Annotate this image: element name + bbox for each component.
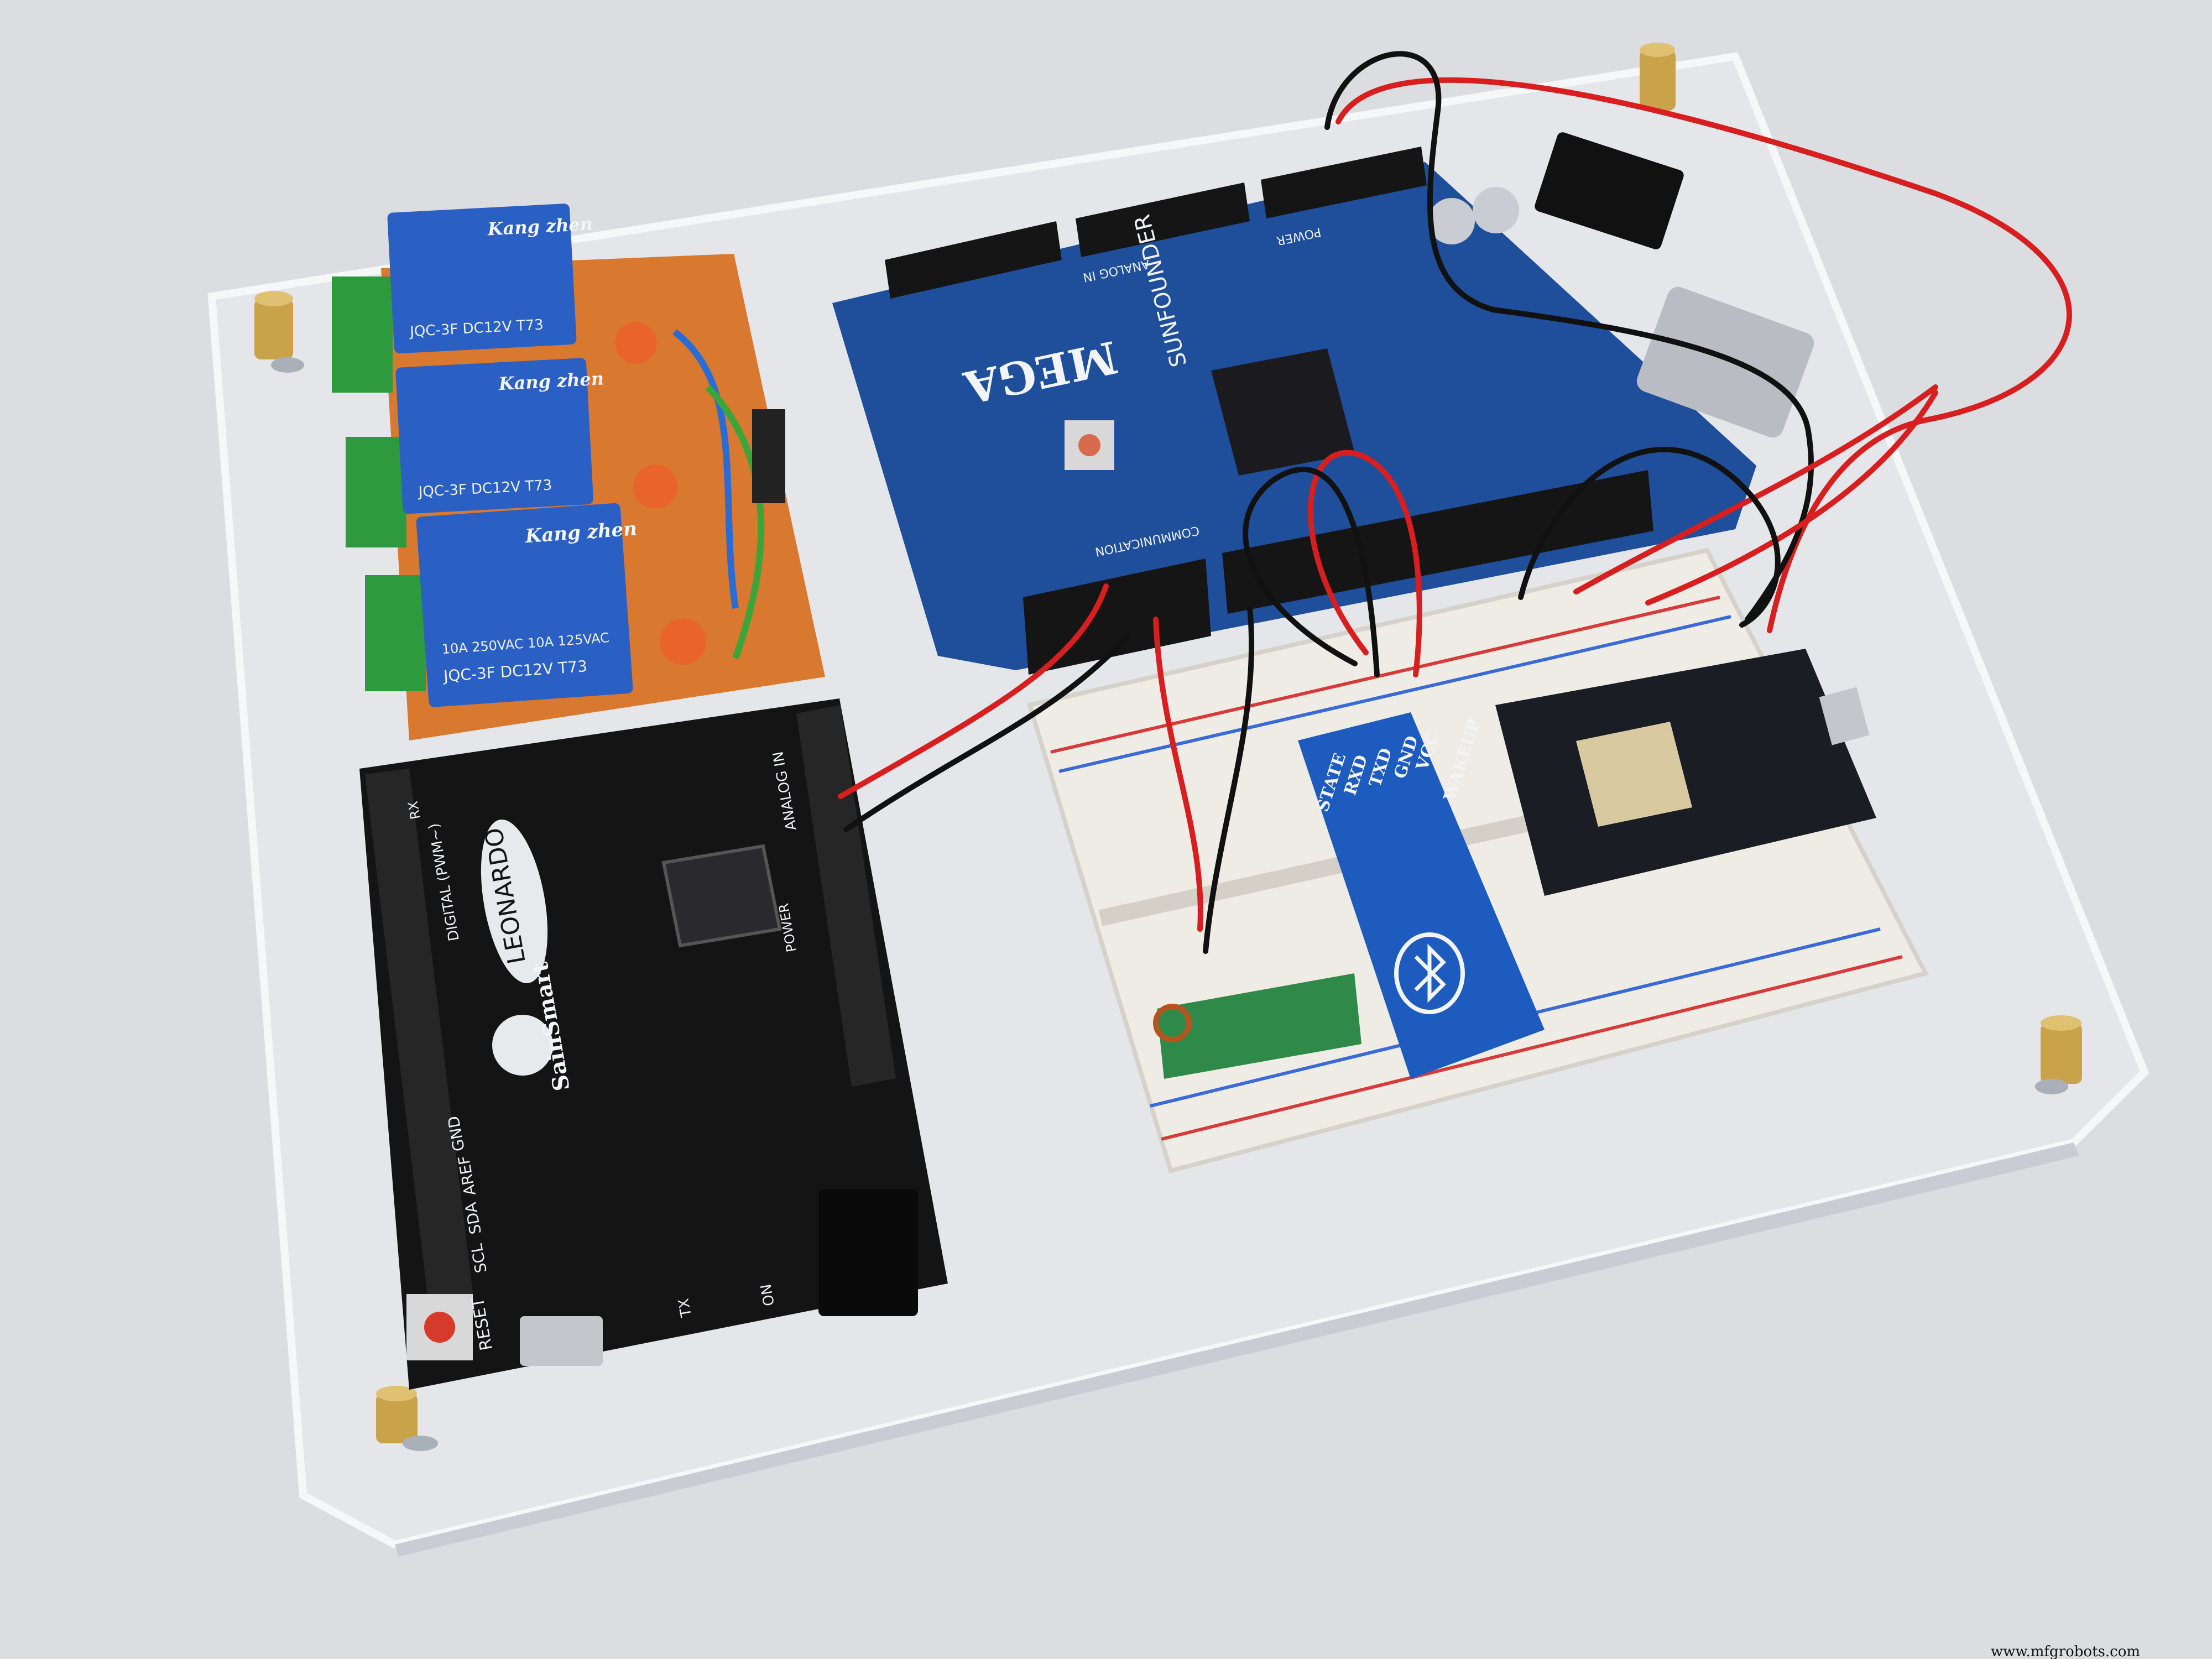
black-wire [843, 633, 1131, 832]
power-rail-red [1161, 955, 1903, 1141]
rf-transmitter-module [1157, 973, 1361, 1079]
red-wire [838, 583, 1109, 799]
black-wire [1518, 446, 1781, 628]
jumper-wires [838, 51, 2072, 954]
bluetooth-icon [1394, 932, 1465, 1014]
capacitor [1473, 187, 1519, 233]
svg-text:TX: TX [675, 1297, 695, 1319]
header-strip [796, 705, 896, 1087]
relay: Kang zhen 10A 250VAC 10A 125VAC JQC-3F D… [416, 503, 638, 707]
photon-pcb [1495, 649, 1876, 896]
microcontroller-chip [1211, 348, 1355, 476]
header-strip [1076, 182, 1250, 257]
brass-standoff [1640, 43, 1676, 111]
acrylic-edge-shadow [395, 1142, 2079, 1557]
reset-button-cap[interactable] [424, 1312, 455, 1343]
usb-b-port [1636, 286, 1814, 438]
particle-photon-board [1495, 649, 1876, 896]
red-wire [1308, 450, 1422, 677]
black-wire [1243, 466, 1380, 677]
relay-module: Kang zhen JQC-3F DC12V T73 Kang zhen JQC… [332, 204, 825, 740]
blue-wire [672, 329, 739, 609]
brass-standoff [254, 291, 304, 373]
green-wire [705, 384, 765, 660]
arduino-leonardo-board: LEONARDO SainSmart RESET DIGITAL (PWM~) … [359, 698, 948, 1390]
watermark: www.mfgrobots.com [1991, 1644, 2140, 1659]
red-wire [1153, 617, 1203, 932]
power-rail-red [1050, 596, 1720, 754]
brass-standoff [2035, 1015, 2082, 1094]
red-wire [1573, 384, 1938, 594]
header-strip [1261, 147, 1427, 218]
dc-jack [818, 1189, 918, 1316]
header-strip [1222, 470, 1653, 614]
micro-usb-port [1819, 687, 1870, 745]
red-wire [1645, 390, 1938, 606]
header-strip [365, 769, 476, 1327]
svg-text:RX: RX [405, 800, 424, 820]
black-wire [1324, 51, 1814, 622]
leonardo-logo-badge [481, 819, 548, 984]
micro-usb-port [520, 1316, 603, 1366]
arduino-mega-board: MEGA SUNFOUNDER COMMUNICATION ANALOG IN … [832, 132, 1814, 675]
sainsmart-logo [492, 1015, 553, 1076]
indicator-led [615, 322, 706, 665]
rf-coil [1153, 1004, 1192, 1042]
dc-jack [1535, 132, 1684, 249]
wifi-module [1576, 722, 1692, 827]
black-wire [1203, 606, 1255, 954]
header-strip [885, 221, 1062, 299]
relay: Kang zhen JQC-3F DC12V T73 [395, 358, 604, 514]
red-wire [1335, 77, 2072, 633]
bluetooth-icon-glyph [1414, 943, 1446, 1003]
header-pins [752, 409, 785, 503]
svg-text:ON: ON [758, 1282, 778, 1307]
capacitor [1428, 198, 1475, 244]
bluetooth-pcb [1298, 712, 1545, 1079]
terminal-block [332, 276, 426, 691]
reset-button-cap[interactable] [1078, 434, 1100, 456]
relay: Kang zhen JQC-3F DC12V T73 [387, 204, 593, 354]
microcontroller-chip [661, 844, 782, 948]
brass-standoff [376, 1386, 438, 1451]
